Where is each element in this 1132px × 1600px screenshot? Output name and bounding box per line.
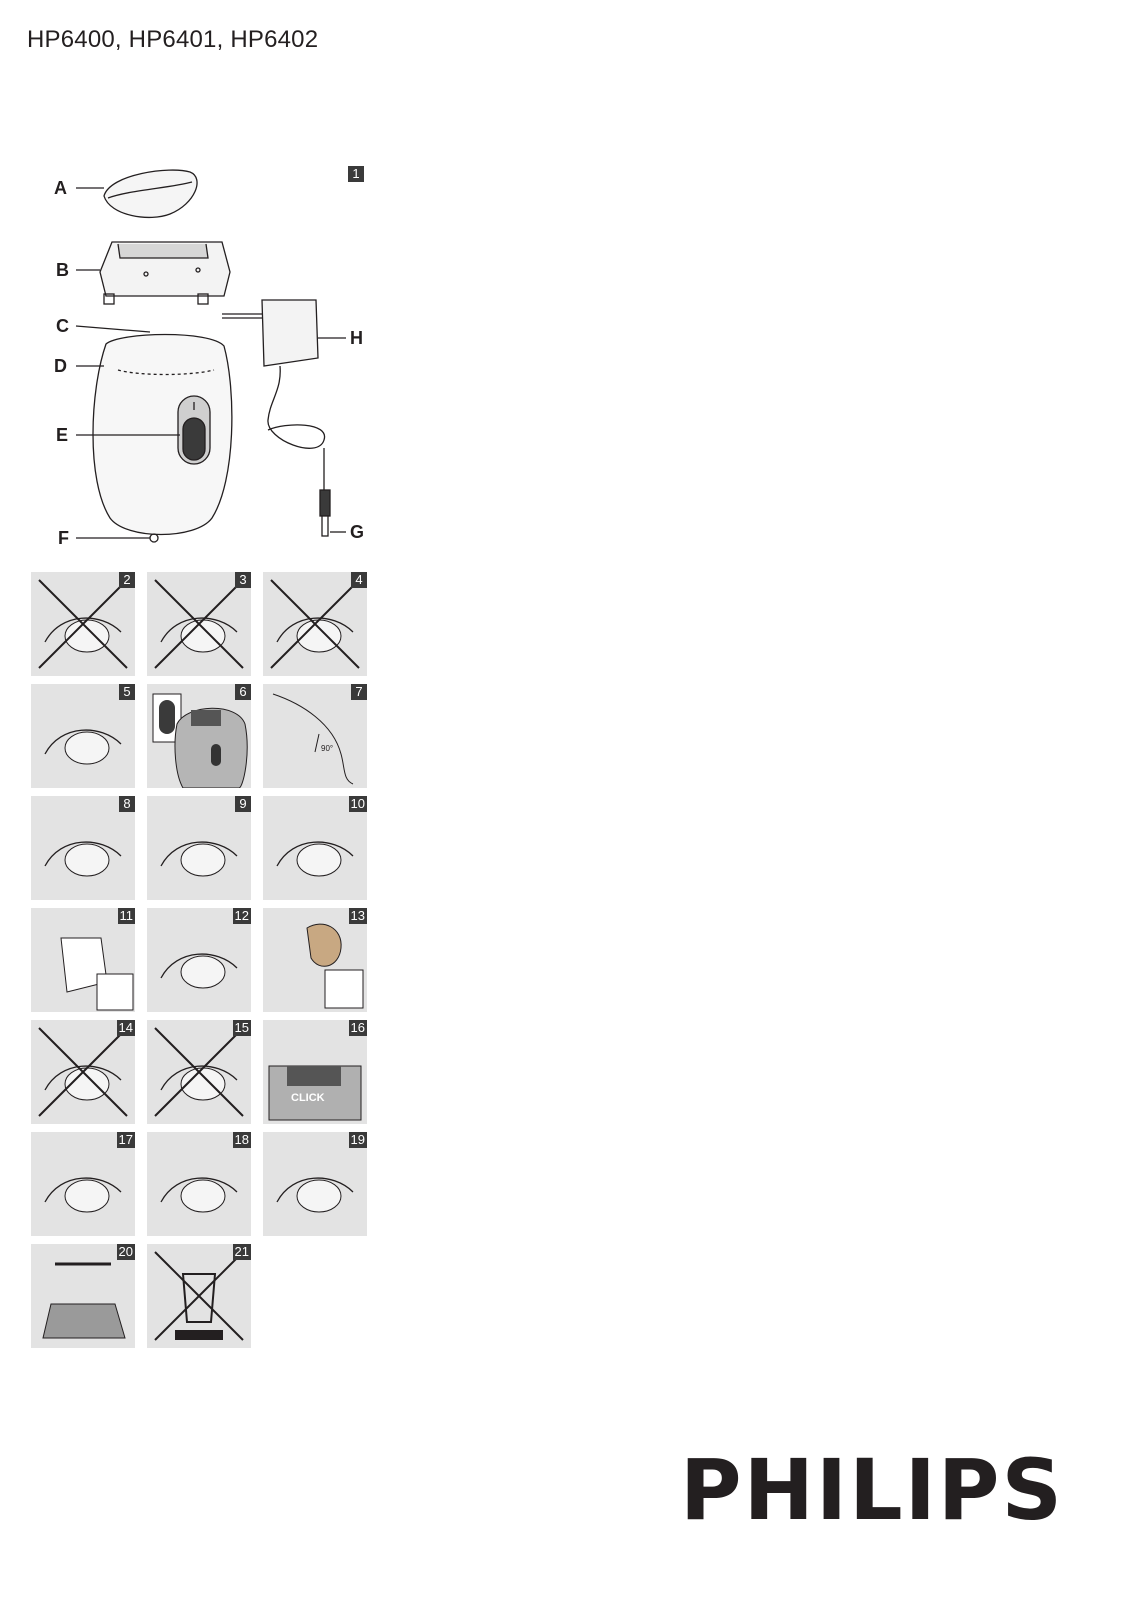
label-b: B xyxy=(56,260,69,280)
figure-tile-20: 20 xyxy=(31,1244,135,1348)
model-numbers: HP6400, HP6401, HP6402 xyxy=(27,26,319,53)
click-icon xyxy=(268,1065,362,1121)
figure-number-7: 7 xyxy=(351,684,367,700)
bikini-area-icon xyxy=(160,953,238,989)
underarm-icon xyxy=(306,923,364,1009)
figure-number-9: 9 xyxy=(235,796,251,812)
label-d: D xyxy=(54,356,67,376)
switch-icon xyxy=(177,395,211,465)
figure-number-3: 3 xyxy=(235,572,251,588)
no-shower-use-icon xyxy=(270,579,360,669)
direction-check-icon xyxy=(44,841,122,877)
figure-tile-4: 4 xyxy=(263,572,367,676)
remove-head-icon xyxy=(160,841,238,877)
angle-label: 90° xyxy=(321,744,334,753)
unplug-icon xyxy=(160,1177,238,1213)
brush-clean-icon xyxy=(44,1177,122,1213)
figure-tile-18: 18 xyxy=(147,1132,251,1236)
figure-number-11: 11 xyxy=(117,908,135,924)
label-f: F xyxy=(58,528,69,548)
figure-tile-8: 8 xyxy=(31,796,135,900)
figure-tile-3: 3 xyxy=(147,572,251,676)
recycle-bin-crossed-icon xyxy=(154,1251,244,1341)
figure-tile-13: 13 xyxy=(263,908,367,1012)
figure-number-15: 15 xyxy=(232,1020,251,1036)
figure-number-13: 13 xyxy=(348,908,367,924)
switch-on-icon xyxy=(152,693,248,788)
figure-number-14: 14 xyxy=(116,1020,135,1036)
figure-tile-10: 10 xyxy=(263,796,367,900)
figure-number-18: 18 xyxy=(232,1132,251,1148)
figure-number-10: 10 xyxy=(348,796,367,812)
angle-90-icon xyxy=(272,693,354,785)
plug-icon xyxy=(319,448,331,537)
overview-drawing: A B C D E F G H xyxy=(54,169,364,548)
click-label: CLICK xyxy=(291,1092,325,1104)
figure-number-20: 20 xyxy=(116,1244,135,1260)
figure-tile-21: 21 xyxy=(147,1244,251,1348)
label-e: E xyxy=(56,425,68,445)
figure-tile-17: 17 xyxy=(31,1132,135,1236)
label-g: G xyxy=(350,522,364,542)
figure-tile-6: 6 xyxy=(147,684,251,788)
attach-head-icon xyxy=(276,841,354,877)
figure-tile-12: 12 xyxy=(147,908,251,1012)
label-h: H xyxy=(350,328,363,348)
cap-icon xyxy=(103,169,198,219)
figure-number-21: 21 xyxy=(232,1244,251,1260)
figure-number-12: 12 xyxy=(232,908,251,924)
no-water-icon xyxy=(154,1027,244,1117)
brush-icon xyxy=(42,1262,126,1339)
figure-number-17: 17 xyxy=(116,1132,135,1148)
figure-number-19: 19 xyxy=(348,1132,367,1148)
figure-number-5: 5 xyxy=(119,684,135,700)
figure-tile-14: 14 xyxy=(31,1020,135,1124)
figure-tile-11: 11 xyxy=(31,908,135,1012)
label-c: C xyxy=(56,316,69,336)
cleaning-icon xyxy=(60,937,134,1011)
figure-tile-7: 90° 7 xyxy=(263,684,367,788)
no-bathroom-use-icon xyxy=(154,579,244,669)
figure-tile-16: CLICK 16 xyxy=(263,1020,367,1124)
philips-logo: PHILIPS xyxy=(680,1441,1064,1539)
no-skin-contact-icon xyxy=(38,579,128,669)
figure-tile-2: 2 xyxy=(31,572,135,676)
insert-plug-icon xyxy=(44,729,122,765)
figure-number-6: 6 xyxy=(235,684,251,700)
remove-shaving-head-icon xyxy=(276,1177,354,1213)
figure-tile-19: 19 xyxy=(263,1132,367,1236)
figure-number-8: 8 xyxy=(119,796,135,812)
shaving-head-icon xyxy=(99,241,231,305)
figure-number-1: 1 xyxy=(348,166,364,182)
product-overview-figure: 1 xyxy=(0,160,380,560)
adapter-icon xyxy=(222,299,326,449)
figure-number-2: 2 xyxy=(119,572,135,588)
figure-tile-5: 5 xyxy=(31,684,135,788)
label-a: A xyxy=(54,178,67,198)
figure-number-16: 16 xyxy=(348,1020,367,1036)
no-contact-icon xyxy=(38,1027,128,1117)
figure-tile-15: 15 xyxy=(147,1020,251,1124)
figure-tile-9: 9 xyxy=(147,796,251,900)
figure-number-4: 4 xyxy=(351,572,367,588)
